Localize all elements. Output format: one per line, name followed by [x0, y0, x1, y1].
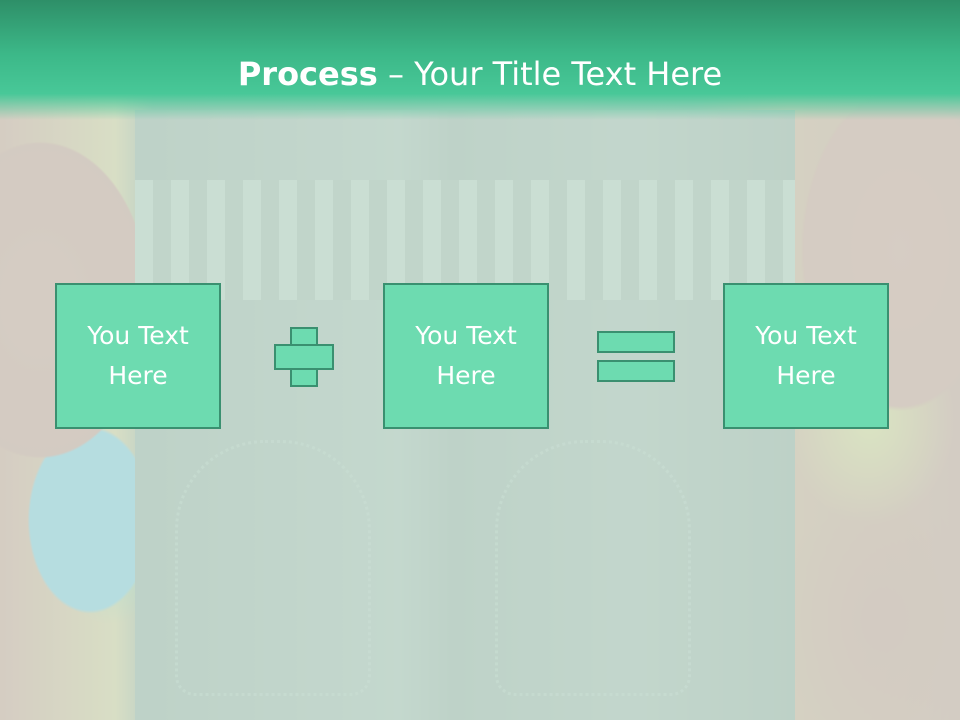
process-box-2[interactable]: You Text Here	[383, 283, 549, 429]
process-box-1[interactable]: You Text Here	[55, 283, 221, 429]
slide-title: Process – Your Title Text Here	[0, 52, 960, 96]
process-box-3[interactable]: You Text Here	[723, 283, 889, 429]
title-banner	[0, 0, 960, 120]
process-box-1-text: You Text Here	[87, 321, 189, 390]
title-rest: – Your Title Text Here	[377, 55, 723, 93]
title-bold: Process	[237, 55, 378, 93]
process-box-2-text: You Text Here	[415, 321, 517, 390]
process-box-3-text: You Text Here	[755, 321, 857, 390]
